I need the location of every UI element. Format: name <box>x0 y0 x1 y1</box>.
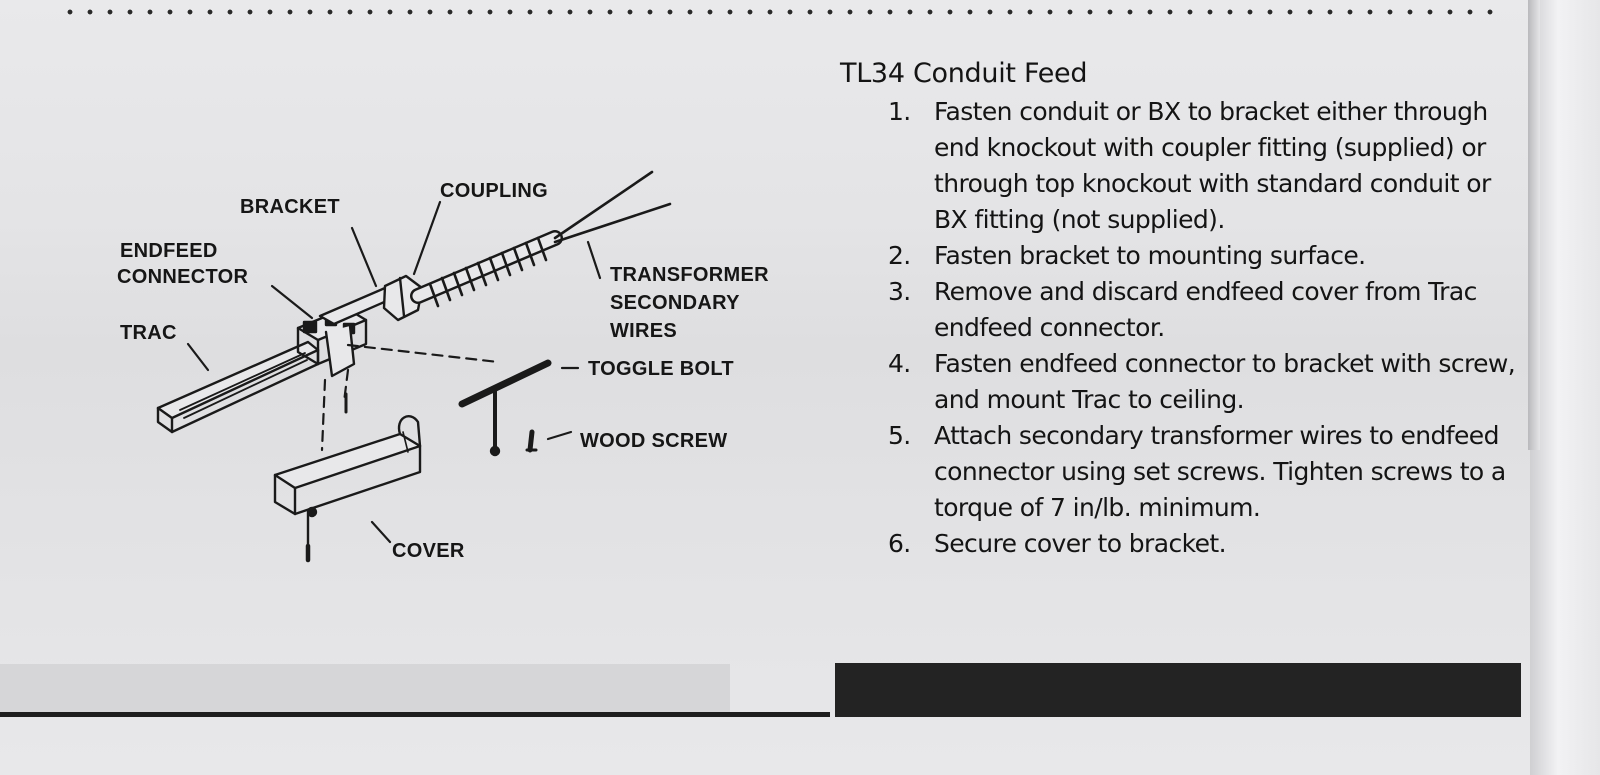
step-number: 1. <box>888 97 911 126</box>
page-edge <box>1530 0 1600 775</box>
conduit-feed-diagram: COUPLING BRACKET ENDFEED CONNECTOR TRAC … <box>100 150 820 600</box>
step-text: Secure cover to bracket. <box>934 529 1227 558</box>
step-item: 4. Fasten endfeed connector to bracket w… <box>840 346 1520 418</box>
label-trac: TRAC <box>120 322 177 344</box>
step-number: 4. <box>888 349 911 378</box>
label-endfeed: ENDFEED <box>120 240 218 262</box>
label-wires: WIRES <box>610 320 678 342</box>
wire-1 <box>553 170 654 240</box>
step-number: 6. <box>888 529 911 558</box>
paper-page <box>0 0 1560 775</box>
label-bracket: BRACKET <box>240 196 340 218</box>
label-connector: CONNECTOR <box>117 266 249 288</box>
dotted-border <box>60 4 1500 20</box>
steps-list: 1. Fasten conduit or BX to bracket eithe… <box>840 94 1520 562</box>
wire-2 <box>553 202 672 244</box>
label-coupling: COUPLING <box>440 180 548 202</box>
step-text: Fasten endfeed connector to bracket with… <box>934 349 1516 414</box>
step-number: 3. <box>888 277 911 306</box>
label-wood-screw: WOOD SCREW <box>580 430 728 452</box>
toggle-bolt <box>458 359 552 457</box>
label-toggle-bolt: TOGGLE BOLT <box>588 358 734 380</box>
footer-rule <box>0 712 830 717</box>
step-item: 3. Remove and discard endfeed cover from… <box>840 274 1520 346</box>
flex-conduit <box>410 230 563 308</box>
step-text: Fasten bracket to mounting surface. <box>934 241 1366 270</box>
label-transformer: TRANSFORMER <box>610 264 769 286</box>
leader-lines <box>186 200 602 544</box>
coupling-nut <box>382 274 424 322</box>
wood-screw <box>525 429 538 453</box>
diagram-drawing <box>156 170 672 563</box>
step-number: 5. <box>888 421 911 450</box>
step-text: Attach secondary transformer wires to en… <box>934 421 1506 522</box>
step-number: 2. <box>888 241 911 270</box>
section-title: TL34 Conduit Feed <box>840 58 1088 89</box>
step-item: 2. Fasten bracket to mounting surface. <box>840 238 1520 274</box>
footer-bar <box>835 663 1521 717</box>
step-item: 1. Fasten conduit or BX to bracket eithe… <box>840 94 1520 238</box>
step-item: 5. Attach secondary transformer wires to… <box>840 418 1520 526</box>
cover-part <box>273 415 422 563</box>
step-text: Fasten conduit or BX to bracket either t… <box>934 97 1491 234</box>
label-secondary: SECONDARY <box>610 292 740 314</box>
step-text: Remove and discard endfeed cover from Tr… <box>934 277 1477 342</box>
bracket-plate <box>318 286 400 378</box>
page-fold <box>1528 0 1540 450</box>
footer-shade <box>0 664 730 712</box>
instructions-block: TL34 Conduit Feed 1. Fasten conduit or B… <box>840 54 1520 562</box>
step-item: 6. Secure cover to bracket. <box>840 526 1520 562</box>
label-cover: COVER <box>392 540 465 562</box>
trac-channel <box>156 340 320 434</box>
